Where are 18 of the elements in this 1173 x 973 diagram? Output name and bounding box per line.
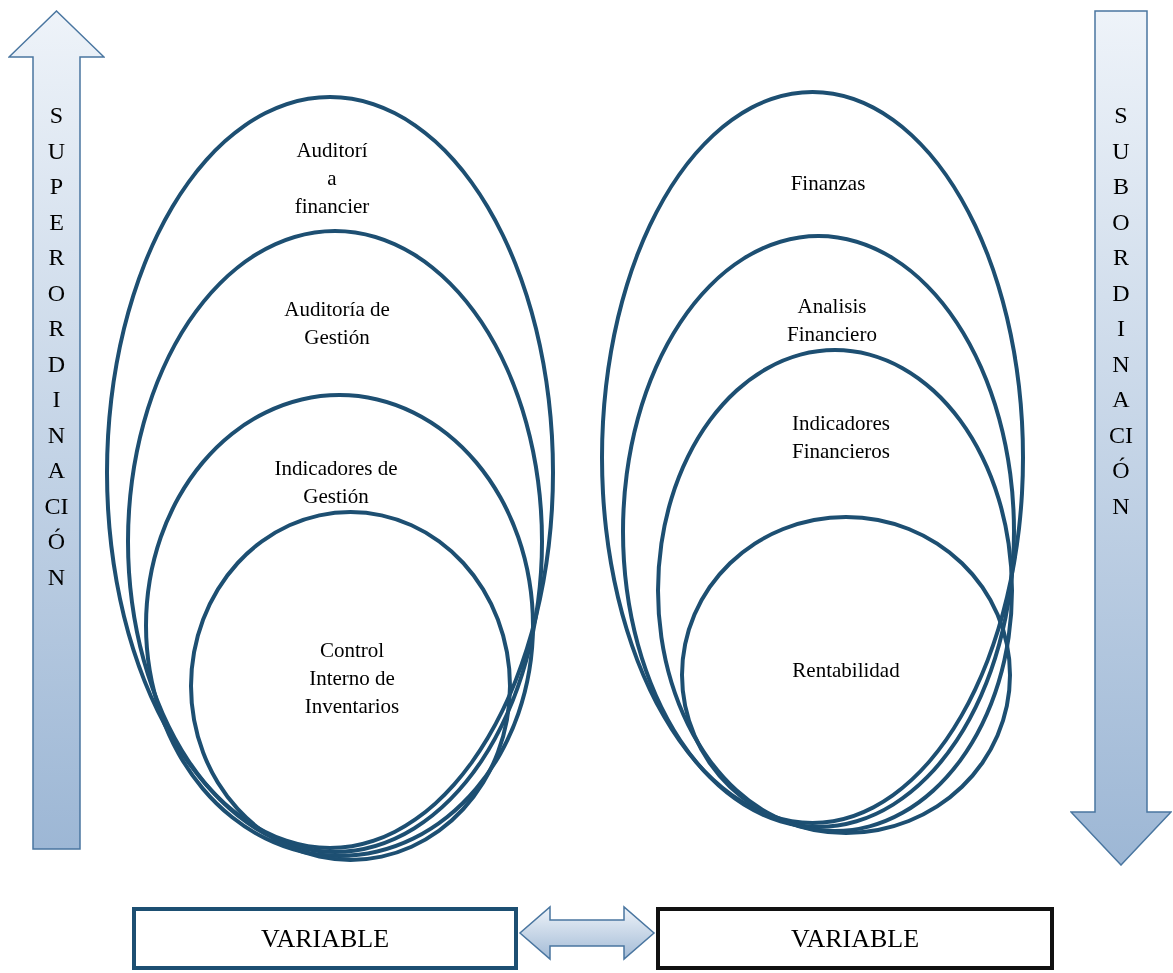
box-label: VARIABLE bbox=[790, 923, 920, 955]
ellipse-label: Auditorí a financier bbox=[293, 137, 371, 220]
variable-box bbox=[656, 907, 1054, 970]
double-arrow bbox=[518, 905, 656, 961]
vertical-label: SUBORDINACIÓN bbox=[1109, 101, 1133, 521]
ellipse-label: Indicadores Financieros bbox=[791, 410, 891, 465]
nested-ellipse bbox=[680, 515, 1012, 835]
box-label: VARIABLE bbox=[260, 923, 390, 955]
ellipse-label: Auditoría de Gestión bbox=[283, 296, 391, 351]
nested-ellipse bbox=[189, 510, 512, 862]
variable-box bbox=[132, 907, 518, 970]
ellipse-label: Finanzas bbox=[789, 170, 867, 197]
ellipse-label: Indicadores de Gestión bbox=[273, 455, 399, 510]
nested-ellipse bbox=[656, 348, 1014, 833]
ellipse-label: Analisis Financiero bbox=[786, 293, 878, 348]
vertical-label: SUPERORDINACIÓN bbox=[44, 101, 69, 592]
ellipse-label: Control Interno de Inventarios bbox=[303, 637, 401, 720]
ellipse-label: Rentabilidad bbox=[791, 657, 901, 684]
